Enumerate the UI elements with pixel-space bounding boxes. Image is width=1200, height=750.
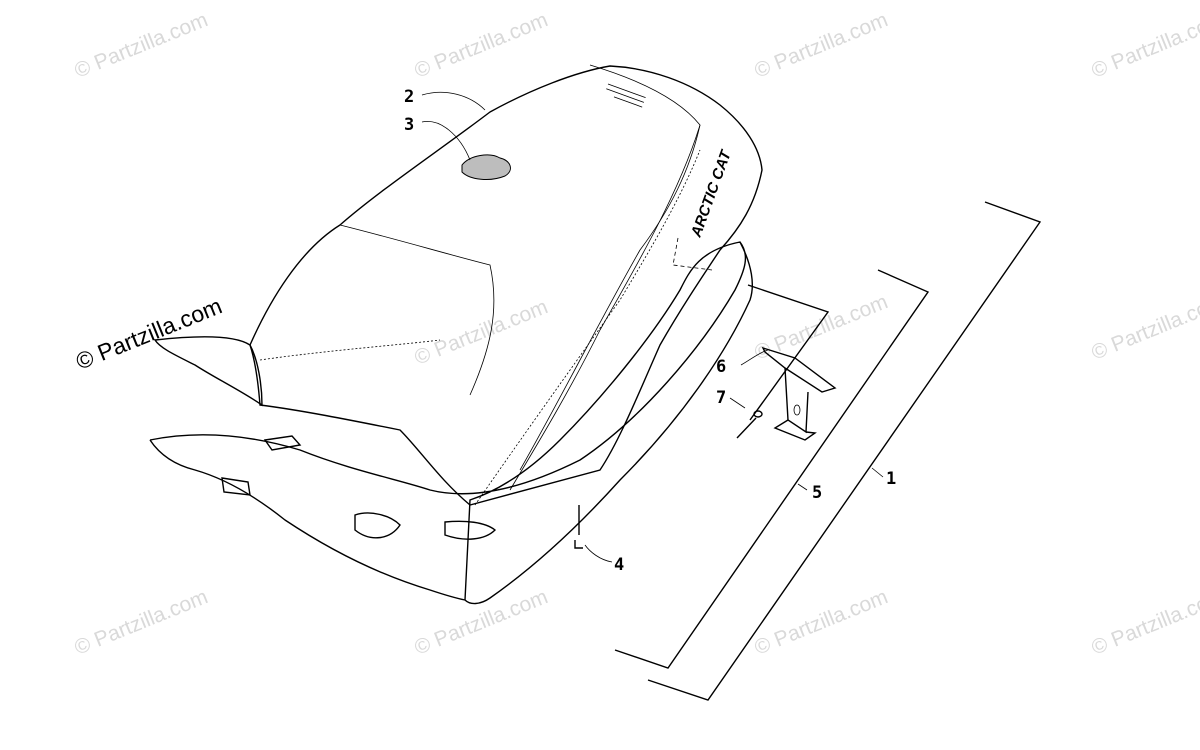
brand-watermark: © Partzilla.com [72, 292, 225, 374]
bracket-leg [784, 367, 809, 434]
seat-label-decal [606, 83, 646, 108]
watermark-tile: © Partzilla.com [1088, 585, 1200, 659]
leader-line-6 [740, 349, 769, 366]
seat-handle-cutout [444, 520, 497, 540]
group-bracket-1 [647, 201, 1042, 701]
rivet-shaft [736, 417, 757, 439]
watermark-layer: © Partzilla.com © Partzilla.com © Partzi… [71, 8, 1200, 659]
leader-line-4 [584, 544, 613, 563]
seat-patch [461, 154, 511, 180]
callout-5: 5 [812, 483, 822, 503]
watermark-tile: © Partzilla.com [1088, 8, 1200, 82]
watermark-tile: © Partzilla.com [751, 8, 891, 82]
dashed-reference [672, 237, 713, 271]
watermark-tile: © Partzilla.com [71, 585, 211, 659]
leader-line-2 [421, 91, 486, 111]
group-brackets [614, 201, 1042, 701]
seat-ridge-line [519, 64, 701, 471]
leader-lines [421, 91, 884, 563]
bracket-part [761, 346, 837, 441]
seat-stitch-line [259, 339, 441, 361]
rivet-part [736, 410, 763, 439]
bracket-foot [773, 419, 817, 441]
leader-line-3 [421, 121, 471, 161]
bracket-hole [793, 404, 801, 416]
seat-logo: ARCTIC CAT [687, 147, 735, 241]
seat-side-panel [153, 336, 263, 407]
seat-handle-cutout [354, 512, 401, 539]
callout-3: 3 [404, 115, 414, 135]
seat-base-lower-edge [149, 439, 466, 601]
watermark-tile: © Partzilla.com [751, 585, 891, 659]
fastener-part [574, 505, 583, 549]
callout-1: 1 [886, 469, 896, 489]
fastener-clip [574, 540, 583, 549]
seat-ridge-line [509, 124, 701, 491]
seat-cushion-outline [249, 65, 763, 506]
watermark-tile: © Partzilla.com [411, 8, 551, 82]
watermark-tile: © Partzilla.com [411, 295, 551, 369]
subgroup-bracket [747, 284, 830, 421]
leader-line-1 [871, 467, 884, 478]
watermark-tile: © Partzilla.com [1088, 290, 1200, 364]
watermark-tile: © Partzilla.com [751, 290, 891, 364]
seat-base-pan [149, 241, 753, 605]
group-bracket-5 [614, 269, 930, 669]
leader-line-5 [797, 483, 808, 491]
callout-4: 4 [614, 555, 624, 575]
callouts: 2 3 4 5 1 6 7 [404, 87, 896, 575]
leader-line-7 [729, 397, 746, 409]
seat-ridge-line [339, 224, 495, 396]
seat-latch [263, 435, 302, 451]
callout-6: 6 [716, 357, 726, 377]
callout-2: 2 [404, 87, 414, 107]
seat-latch [221, 477, 251, 496]
watermark-tile: © Partzilla.com [411, 585, 551, 659]
callout-7: 7 [716, 388, 726, 408]
watermark-tile: © Partzilla.com [71, 8, 211, 82]
